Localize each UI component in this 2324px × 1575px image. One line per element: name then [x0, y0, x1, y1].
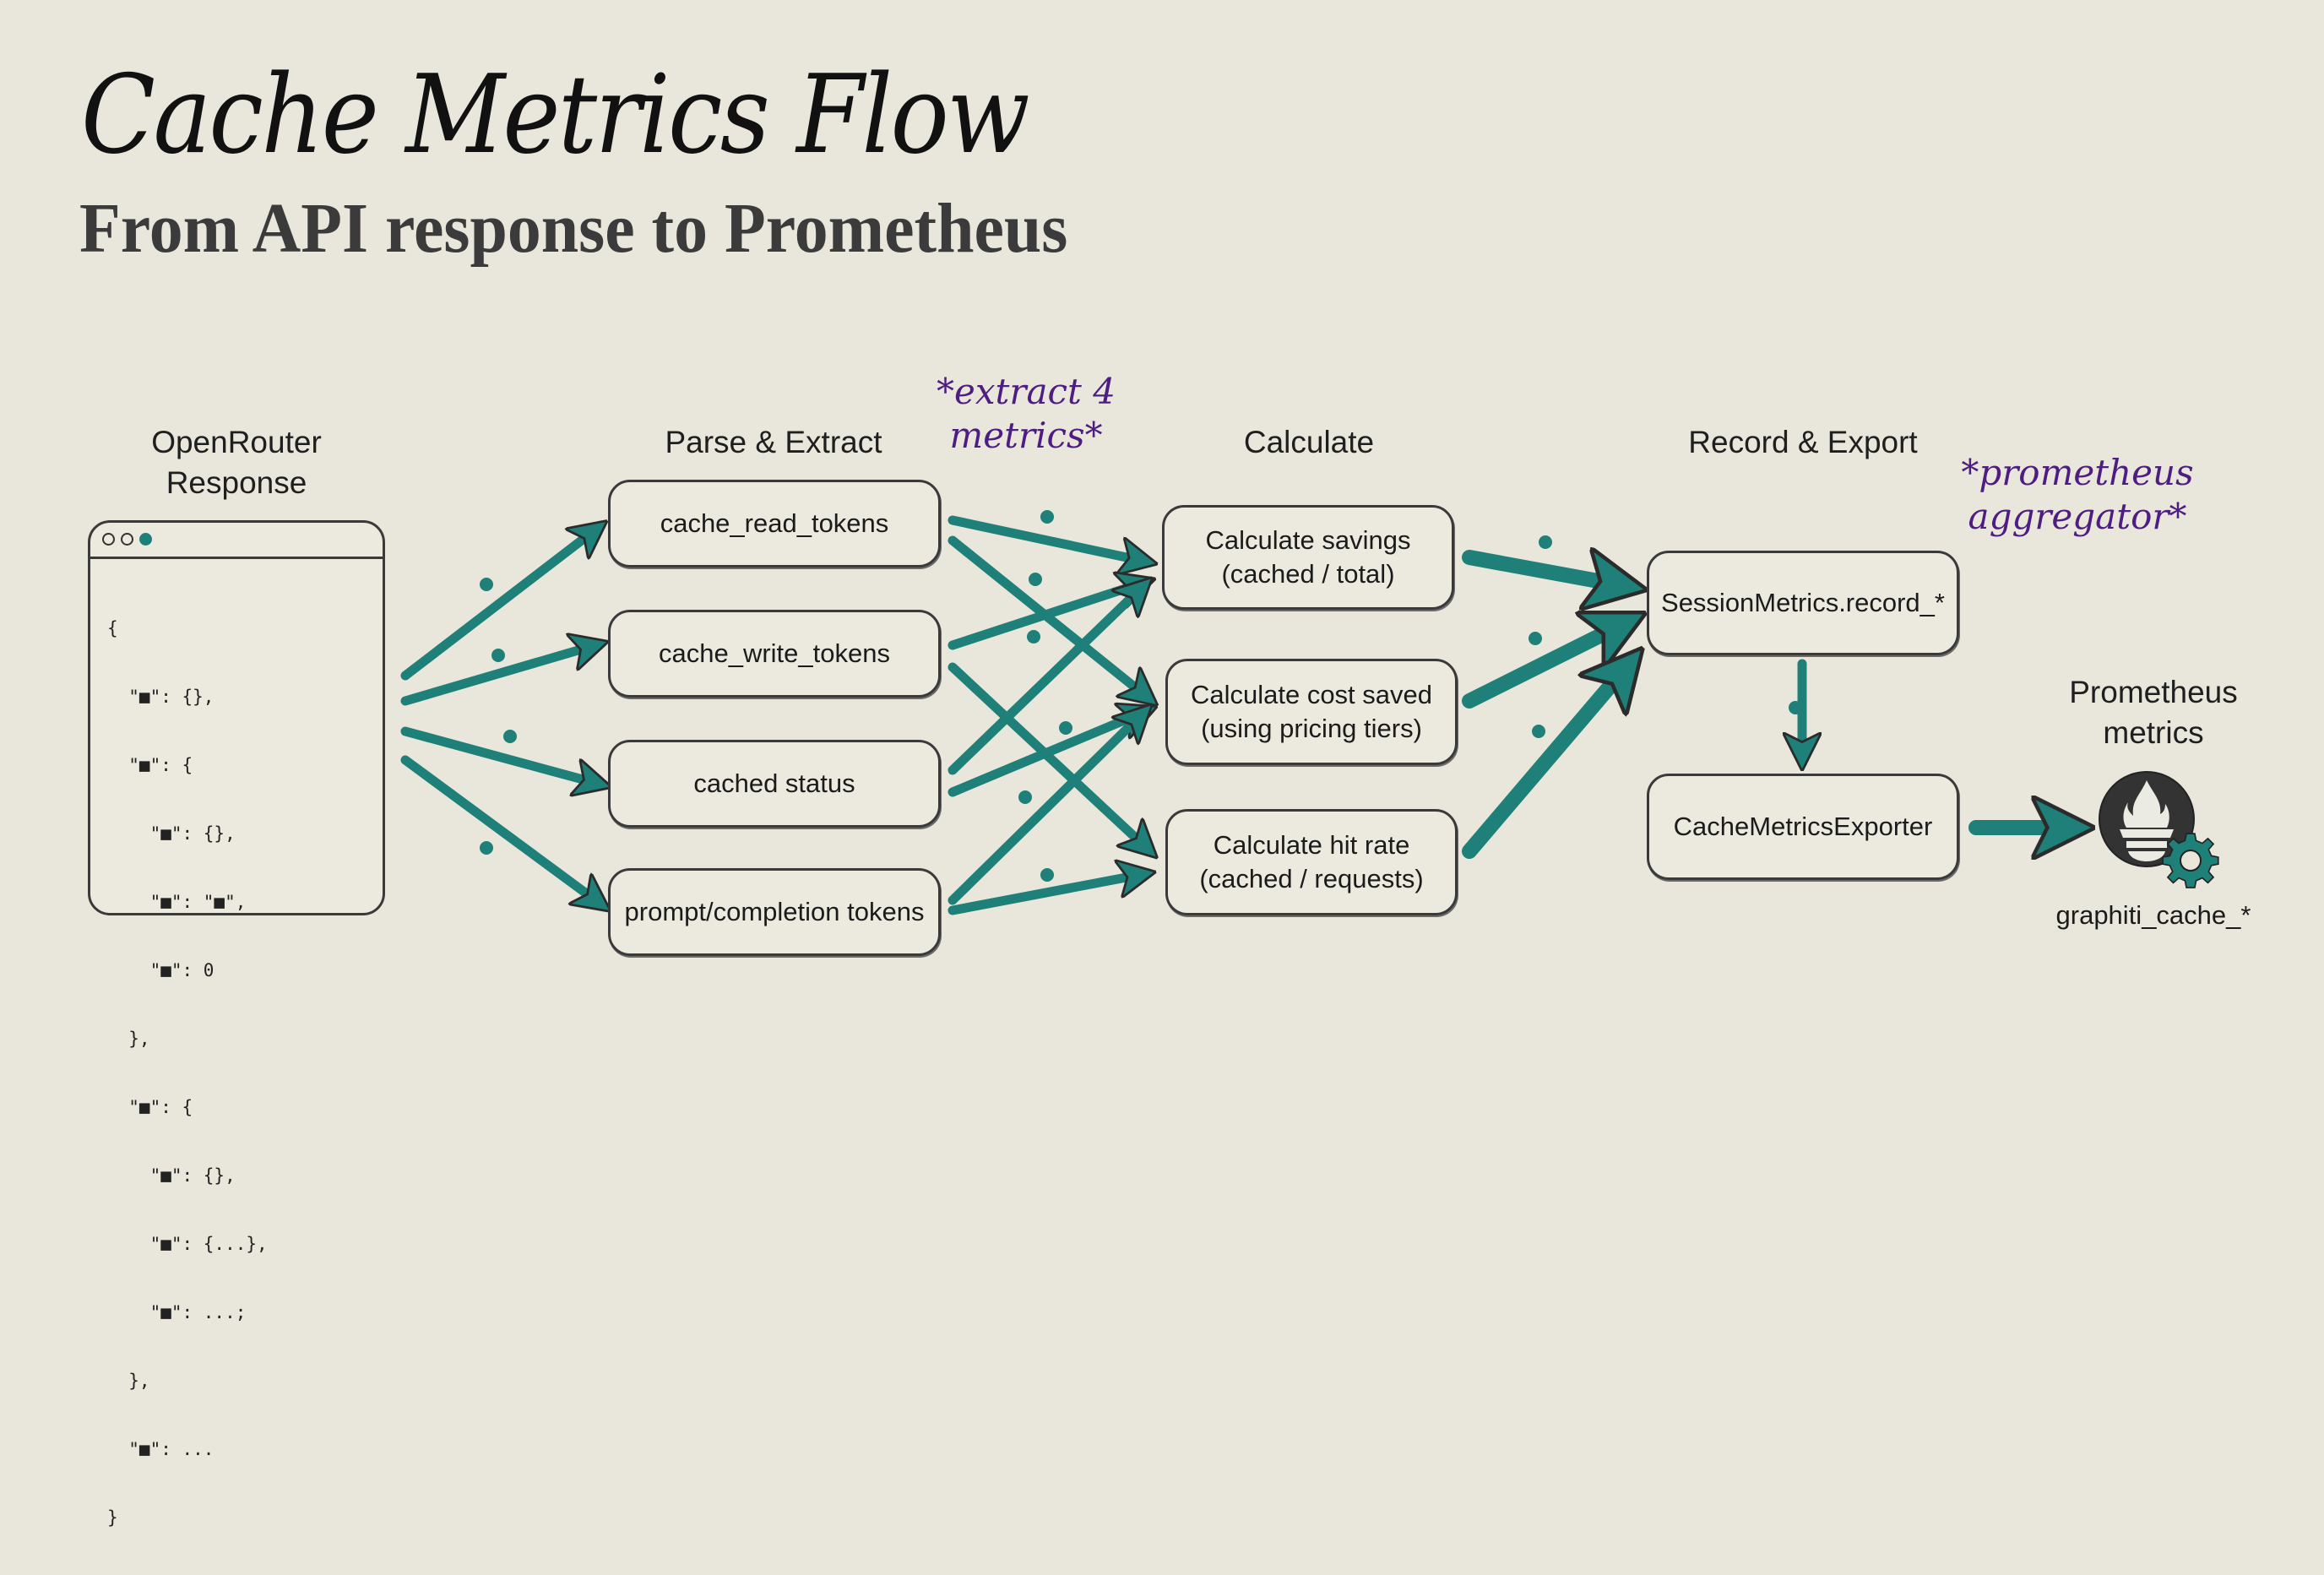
prometheus-logo-icon	[2099, 771, 2219, 888]
json-line: }	[107, 1507, 118, 1528]
flow-dot	[1029, 573, 1042, 586]
flow-dot	[1040, 868, 1054, 882]
json-line: "■": {...},	[107, 1234, 268, 1254]
json-line: {	[107, 618, 118, 638]
arrow-savings-to-session	[1462, 557, 1635, 588]
column-header-record: Record & Export	[1688, 425, 1918, 459]
arrow-hitrate-to-session	[1462, 657, 1635, 859]
json-line: "■": {},	[107, 1165, 236, 1186]
json-line: "■": ...;	[107, 1302, 247, 1322]
window-dot-minimize-icon	[121, 533, 133, 546]
page-title: Cache Metrics Flow	[81, 52, 1030, 178]
json-line: "■": {	[107, 1097, 193, 1117]
arrow-write-to-hitrate	[948, 662, 1152, 853]
arrow-cost-to-session	[1462, 618, 1635, 709]
node-label-line2: (cached / total)	[1221, 559, 1395, 589]
note-prometheus-aggregator: *prometheus aggregator*	[1961, 452, 2194, 537]
flow-dot	[480, 841, 493, 855]
flow-dot	[503, 730, 517, 743]
arrow-source-to-prompt-tokens	[400, 755, 605, 907]
flow-dot	[480, 578, 493, 591]
flow-dot	[1539, 535, 1552, 549]
calc-node-cost-saved[interactable]: Calculate cost saved (using pricing tier…	[1165, 659, 1458, 765]
node-label-line1: Calculate savings	[1205, 525, 1411, 555]
node-label-line2: (cached / requests)	[1199, 864, 1424, 893]
column-header-parse: Parse & Extract	[665, 425, 882, 459]
arrow-read-to-cost	[948, 535, 1152, 701]
node-label: cache_read_tokens	[660, 508, 889, 538]
flow-arrows	[400, 510, 2324, 915]
json-line: "■": {},	[107, 823, 236, 844]
flow-dot	[1529, 632, 1542, 645]
record-node-cache-metrics-exporter[interactable]: CacheMetricsExporter	[1647, 774, 1959, 880]
column-header-calculate: Calculate	[1243, 425, 1375, 459]
arrow-source-to-cache-write	[400, 644, 601, 706]
node-label: prompt/completion tokens	[624, 897, 925, 926]
json-line: },	[107, 1371, 150, 1391]
flow-dot	[491, 649, 505, 662]
node-label: SessionMetrics.record_*	[1661, 588, 1945, 617]
node-label-line2: (using pricing tiers)	[1201, 714, 1422, 743]
parse-node-cache-read-tokens[interactable]: cache_read_tokens	[608, 480, 941, 568]
json-line: "■": ...	[107, 1439, 214, 1459]
json-line: "■": {},	[107, 687, 214, 707]
arrow-source-to-cache-read	[400, 525, 601, 681]
node-label-line1: Calculate cost saved	[1190, 680, 1433, 709]
flow-dot	[1059, 721, 1072, 735]
arrow-prompt-to-cost	[948, 709, 1147, 905]
column-header-prometheus: Prometheus metrics	[2069, 675, 2238, 750]
arrow-status-to-cost	[948, 709, 1150, 797]
column-header-source: OpenRouter Response	[151, 425, 322, 500]
json-line: "■": "■",	[107, 892, 247, 912]
parse-node-cached-status[interactable]: cached status	[608, 740, 941, 828]
flow-dot	[1027, 630, 1040, 644]
node-label: cached status	[693, 768, 855, 798]
window-dot-close-icon	[102, 533, 115, 546]
arrow-source-to-cached-status	[400, 726, 605, 785]
flow-dot	[1789, 701, 1802, 714]
calc-node-savings[interactable]: Calculate savings (cached / total)	[1162, 505, 1454, 610]
page-subtitle: From API response to Prometheus	[79, 189, 1068, 268]
node-label: cache_write_tokens	[659, 638, 890, 668]
flow-dot	[1532, 725, 1545, 738]
json-line: },	[107, 1029, 150, 1049]
arrow-status-to-savings	[948, 583, 1147, 775]
node-label: CacheMetricsExporter	[1673, 812, 1933, 841]
calc-node-hit-rate[interactable]: Calculate hit rate (cached / requests)	[1165, 809, 1458, 915]
window-titlebar	[90, 523, 383, 559]
flow-dot	[1040, 510, 1054, 524]
parse-node-prompt-completion-tokens[interactable]: prompt/completion tokens	[608, 868, 941, 956]
flow-dot	[1018, 790, 1032, 804]
record-node-session-metrics[interactable]: SessionMetrics.record_*	[1647, 551, 1959, 655]
node-label-line1: Calculate hit rate	[1213, 830, 1410, 860]
arrow-prompt-to-hitrate	[948, 873, 1148, 915]
window-dot-active-icon	[139, 533, 152, 546]
arrow-read-to-savings	[948, 515, 1150, 562]
gear-icon	[2162, 833, 2219, 888]
prometheus-metric-name: graphiti_cache_*	[2055, 900, 2251, 930]
note-extract-metrics: *extract 4 metrics*	[936, 371, 1116, 456]
parse-node-cache-write-tokens[interactable]: cache_write_tokens	[608, 610, 941, 698]
json-line: "■": {	[107, 755, 193, 775]
json-line: "■": 0	[107, 960, 214, 980]
